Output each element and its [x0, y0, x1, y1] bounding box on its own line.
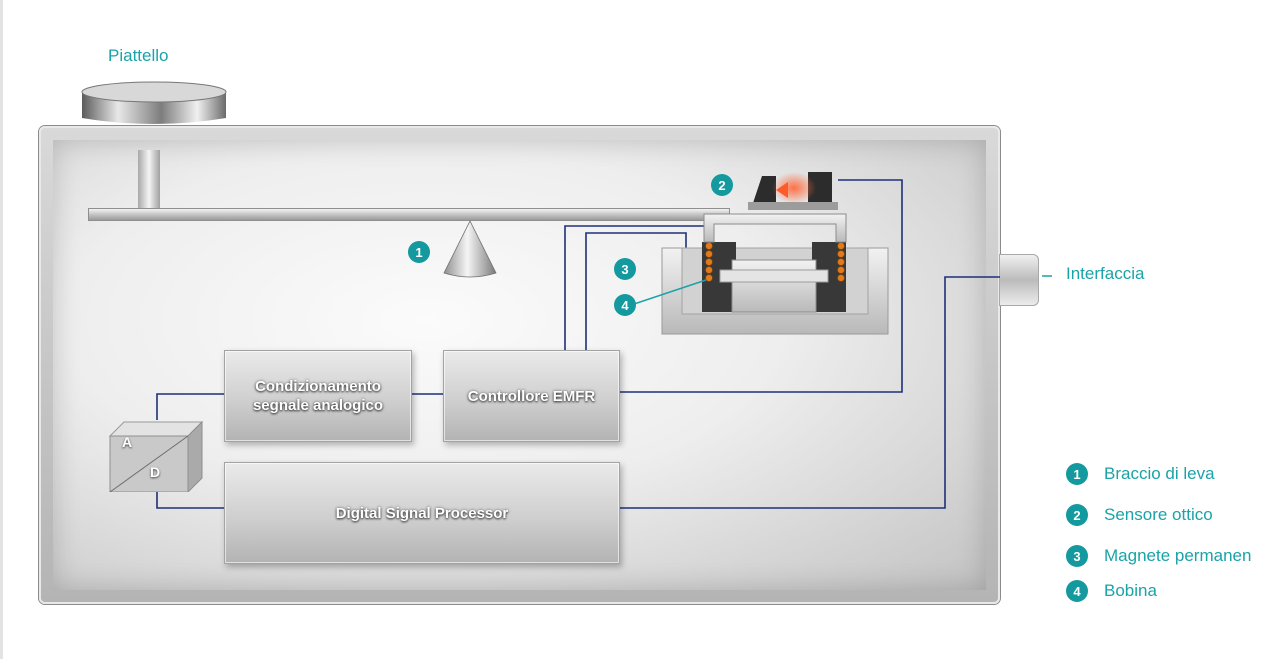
pivot-fulcrum: [443, 220, 497, 278]
ad-converter-cube: [108, 420, 204, 494]
emfr-controller-label: Controllore EMFR: [467, 387, 596, 405]
interface-leader-line: [1042, 275, 1052, 277]
ad-converter: A D: [108, 420, 204, 494]
weighing-pan: [81, 81, 227, 124]
emfr-controller-block: Controllore EMFR: [443, 350, 620, 442]
ad-letter-d: D: [150, 464, 161, 480]
optical-sensor: [748, 172, 838, 210]
analog-conditioning-line2: segnale analogico: [252, 397, 384, 414]
magnet-coil-assembly: [661, 213, 889, 335]
legend-number: 3: [1066, 545, 1088, 567]
interface-connector: [999, 254, 1039, 306]
ad-letter-a: A: [122, 434, 133, 450]
marker-optical-sensor: 2: [711, 174, 733, 196]
analog-conditioning-block: Condizionamento segnale analogico: [224, 350, 412, 442]
marker-permanent-magnet: 3: [614, 258, 636, 280]
pan-support-post: [138, 150, 160, 208]
interface-label: Interfaccia: [1066, 264, 1145, 283]
left-edge-line: [0, 0, 3, 659]
legend-text: Braccio di leva: [1104, 464, 1215, 483]
plate-label: Piattello: [108, 46, 169, 65]
legend-number: 2: [1066, 504, 1088, 526]
legend-text: Magnete permanen: [1104, 546, 1252, 565]
legend-text: Sensore ottico: [1104, 505, 1213, 524]
lever-arm: [88, 208, 730, 221]
analog-conditioning-line1: Condizionamento: [255, 378, 381, 395]
marker-lever-arm: 1: [408, 241, 430, 263]
legend-number: 1: [1066, 463, 1088, 485]
dsp-block: Digital Signal Processor: [224, 462, 620, 564]
dsp-label: Digital Signal Processor: [335, 504, 509, 522]
legend-number: 4: [1066, 580, 1088, 602]
marker-coil: 4: [614, 294, 636, 316]
coil-leader-line: [633, 279, 707, 305]
legend-text: Bobina: [1104, 581, 1157, 600]
